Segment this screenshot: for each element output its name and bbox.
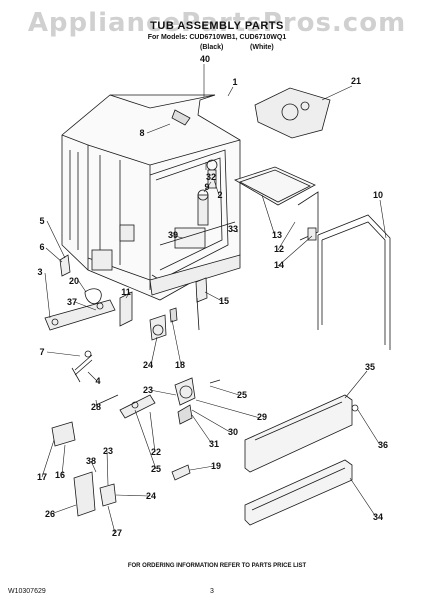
part-callout-38: 38 xyxy=(86,456,96,466)
part-callout-34: 34 xyxy=(373,512,383,522)
part-callout-7: 7 xyxy=(39,347,44,357)
variant-black: (Black) xyxy=(200,44,224,51)
variant-white: (White) xyxy=(250,44,274,51)
part-callout-10: 10 xyxy=(373,190,383,200)
part-callout-4: 4 xyxy=(95,376,100,386)
part-callout-23: 23 xyxy=(143,385,153,395)
center-small-parts xyxy=(119,277,221,481)
part-13-tray xyxy=(234,166,319,241)
watermark: AppliancePartsPros.com xyxy=(27,8,407,38)
part-callout-24: 24 xyxy=(143,360,153,370)
part-callout-16: 16 xyxy=(55,470,65,480)
ordering-note: FOR ORDERING INFORMATION REFER TO PARTS … xyxy=(127,563,307,569)
part-callout-3: 3 xyxy=(37,267,42,277)
part-callout-19: 19 xyxy=(211,461,221,471)
part-callout-37: 37 xyxy=(67,297,77,307)
part-10-frame xyxy=(317,214,391,350)
document-number: W10307629 xyxy=(8,588,46,595)
part-callout-21: 21 xyxy=(351,76,361,86)
part-callout-27: 27 xyxy=(112,528,122,538)
part-callout-39: 39 xyxy=(168,230,178,240)
tub-inner-parts xyxy=(91,159,236,271)
part-callout-35: 35 xyxy=(365,362,375,372)
page-title: TUB ASSEMBLY PARTS xyxy=(150,20,284,32)
part-callout-40: 40 xyxy=(200,54,210,64)
part-callout-6: 6 xyxy=(39,242,44,252)
part-callout-36: 36 xyxy=(378,440,388,450)
part-callout-11: 11 xyxy=(121,287,131,297)
part-34-toe-panel xyxy=(244,459,353,526)
part-callout-9: 9 xyxy=(204,182,209,192)
part-callout-2: 2 xyxy=(217,190,222,200)
part-callout-32: 32 xyxy=(206,172,216,182)
part-callout-26: 26 xyxy=(45,509,55,519)
part-callout-23: 23 xyxy=(103,446,113,456)
leader-lines xyxy=(41,64,387,534)
part-callout-12: 12 xyxy=(274,244,284,254)
part-callout-25: 25 xyxy=(151,464,161,474)
part-callout-30: 30 xyxy=(228,427,238,437)
part-callout-18: 18 xyxy=(175,360,185,370)
part-callout-17: 17 xyxy=(37,472,47,482)
part-21-dispenser xyxy=(254,87,331,139)
part-callout-25: 25 xyxy=(237,390,247,400)
part-callout-28: 28 xyxy=(91,402,101,412)
part-35-kickplate xyxy=(244,394,359,473)
part-callout-1: 1 xyxy=(232,77,237,87)
part-callout-8: 8 xyxy=(139,128,144,138)
part-callout-20: 20 xyxy=(69,276,79,286)
part-callout-29: 29 xyxy=(257,412,267,422)
page-number: 3 xyxy=(210,588,214,595)
part-callout-33: 33 xyxy=(228,224,238,234)
left-small-parts xyxy=(44,254,133,517)
part-callout-13: 13 xyxy=(272,230,282,240)
part-callout-15: 15 xyxy=(219,296,229,306)
tub-body xyxy=(61,94,241,301)
part-callout-31: 31 xyxy=(209,439,219,449)
part-callout-22: 22 xyxy=(151,447,161,457)
part-callout-5: 5 xyxy=(39,216,44,226)
part-callout-14: 14 xyxy=(274,260,284,270)
part-callout-24: 24 xyxy=(146,491,156,501)
model-numbers: For Models: CUD6710WB1, CUD6710WQ1 xyxy=(147,34,287,41)
